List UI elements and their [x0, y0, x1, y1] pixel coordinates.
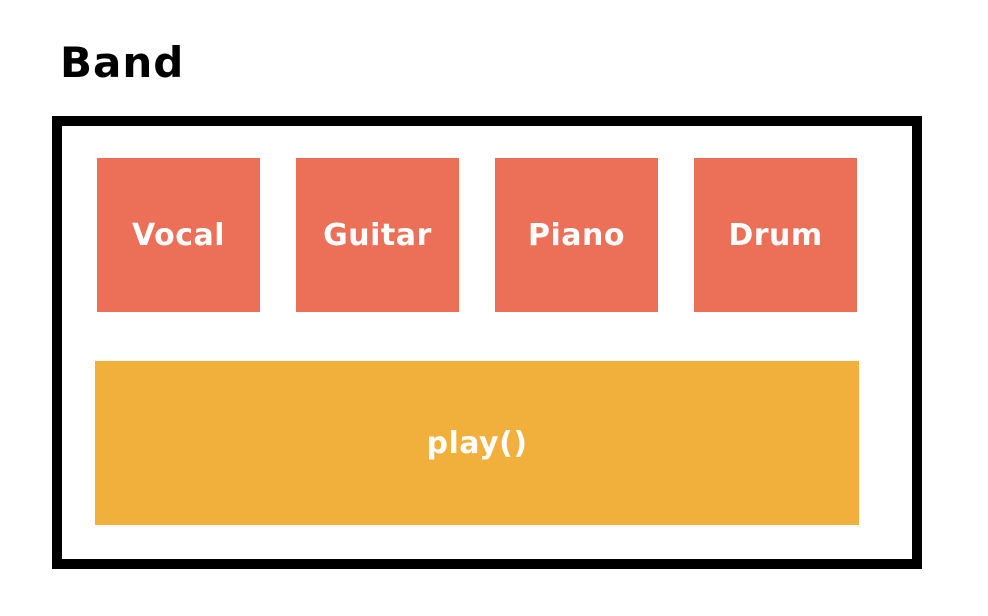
members-row: Vocal Guitar Piano Drum — [97, 158, 912, 312]
method-bar-play: play() — [95, 361, 859, 525]
band-class-box: Vocal Guitar Piano Drum play() — [52, 116, 922, 569]
diagram-title: Band — [60, 38, 185, 87]
member-box-drum: Drum — [694, 158, 857, 312]
member-box-vocal: Vocal — [97, 158, 260, 312]
member-box-piano: Piano — [495, 158, 658, 312]
member-box-guitar: Guitar — [296, 158, 459, 312]
